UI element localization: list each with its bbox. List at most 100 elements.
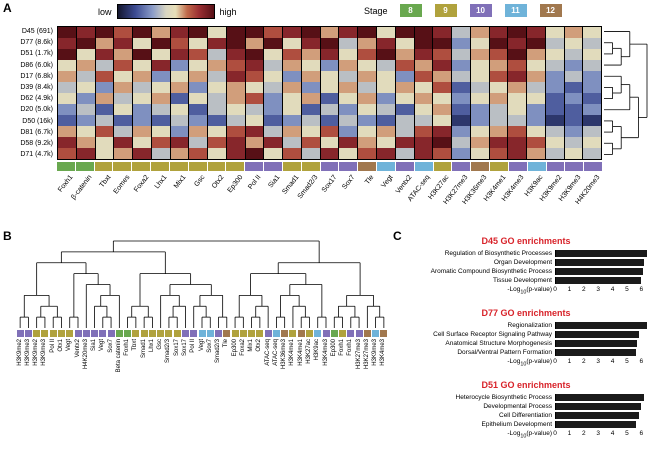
go-chart-title: D77 GO enrichments <box>481 308 571 318</box>
go-plot-area <box>555 394 650 401</box>
heatmap-row-label: D71 (4.7k) <box>20 151 53 159</box>
go-plot-area <box>555 322 650 329</box>
go-axis-tick: 5 <box>625 430 629 437</box>
heatmap-cell <box>564 82 583 93</box>
heatmap-cell <box>564 71 583 82</box>
heatmap-cell <box>151 148 170 159</box>
stage-track-cell <box>169 162 188 171</box>
heatmap-cell <box>395 49 414 60</box>
heatmap-cell <box>358 115 377 126</box>
leaf-stage-square <box>272 330 280 337</box>
heatmap-cell <box>301 148 320 159</box>
heatmap-cell <box>452 104 470 115</box>
heatmap-cell <box>189 60 208 71</box>
stage-track-cell <box>565 162 584 171</box>
heatmap-cell <box>358 71 377 82</box>
heatmap-cell <box>170 137 189 148</box>
heatmap-cell <box>452 126 470 137</box>
go-bar-row: Heterocycle Biosynthetic Process <box>402 393 650 402</box>
heatmap-cell <box>470 137 489 148</box>
heatmap-cell <box>508 38 527 49</box>
heatmap-cell <box>489 137 508 148</box>
go-axis-tick: 1 <box>567 430 572 437</box>
stage-track-cell <box>132 162 151 171</box>
go-axis-tick: 6 <box>639 286 644 293</box>
heatmap-cell <box>470 82 489 93</box>
go-bar-row: Regionalization <box>402 321 650 330</box>
go-chart-title: D45 GO enrichments <box>481 236 571 246</box>
heatmap-cell <box>95 82 114 93</box>
stage-track-cell <box>452 162 471 171</box>
heatmap-cell <box>133 104 151 115</box>
heatmap-cell <box>489 60 508 71</box>
heatmap-cell <box>358 148 377 159</box>
heatmap-column <box>358 27 378 159</box>
heatmap-cell <box>508 148 527 159</box>
go-bar <box>556 268 643 275</box>
go-axis-tick: 2 <box>581 430 586 437</box>
heatmap-cell <box>170 82 189 93</box>
heatmap-column <box>339 27 359 159</box>
stage-legend-label: Stage <box>364 5 388 16</box>
heatmap-cell <box>339 82 358 93</box>
go-bar <box>556 277 642 284</box>
heatmap-cell <box>395 27 414 38</box>
heatmap-cell <box>58 38 76 49</box>
heatmap-cell <box>151 60 170 71</box>
heatmap-cell <box>377 82 395 93</box>
heatmap-cell <box>151 115 170 126</box>
heatmap-column <box>320 27 340 159</box>
heatmap-cell <box>339 148 358 159</box>
heatmap-cell <box>226 38 245 49</box>
stage-track-cell <box>57 162 75 171</box>
stage-track-cell <box>282 162 301 171</box>
go-bar-row: Cell Surface Receptor Signaling Pathway <box>402 330 650 339</box>
heatmap-cell <box>508 126 527 137</box>
stage-track-cell <box>471 162 490 171</box>
heatmap-cell <box>545 49 564 60</box>
stage-track-cell <box>377 162 395 171</box>
stage-track-cell <box>226 162 245 171</box>
leaf-stage-square <box>140 330 148 337</box>
leaf-label: H3K4me3 <box>322 339 329 366</box>
go-category-label: Epithelium Development <box>481 421 552 428</box>
leaf-label: Gsc <box>157 339 164 350</box>
heatmap-cell <box>433 71 452 82</box>
heatmap-cell <box>189 104 208 115</box>
heatmap-cell <box>76 137 95 148</box>
go-axis-tick: 5 <box>625 286 629 293</box>
heatmap-cell <box>283 49 301 60</box>
heatmap-cell <box>414 93 433 104</box>
heatmap-cell <box>564 49 583 60</box>
leaf-stage-square <box>314 330 322 337</box>
heatmap-row-label: D50 (16k) <box>22 117 53 125</box>
heatmap-cell <box>226 82 245 93</box>
leaf-label: Smad1 <box>140 339 147 359</box>
go-bar-row: Regulation of Biosynthetic Processes <box>402 249 650 258</box>
heatmap-row-label: D51 (1.7k) <box>20 50 53 58</box>
heatmap-cell <box>583 148 602 159</box>
heatmap-cell <box>339 49 358 60</box>
heatmap-cell <box>414 38 433 49</box>
heatmap-cell <box>133 60 151 71</box>
heatmap-cell <box>264 49 283 60</box>
heatmap-cell <box>583 82 602 93</box>
heatmap-cell <box>245 137 264 148</box>
go-category-label: Dorsal/Ventral Pattern Formation <box>457 349 552 356</box>
leaf-label: Tbxt <box>132 339 139 351</box>
leaf-stage-square <box>215 330 223 337</box>
heatmap-cell <box>170 104 189 115</box>
heatmap-cell <box>170 60 189 71</box>
heatmap-cell <box>508 71 527 82</box>
go-bar <box>556 421 636 428</box>
heatmap-row-label: D77 (8.6k) <box>20 39 53 47</box>
go-axis-tick: 4 <box>610 358 615 365</box>
heatmap-column <box>208 27 227 159</box>
leaf-stage-square <box>74 330 82 337</box>
heatmap-cell <box>358 126 377 137</box>
heatmap-cell <box>226 27 245 38</box>
go-plot-area <box>555 340 650 347</box>
leaf-stage-square <box>148 330 156 337</box>
